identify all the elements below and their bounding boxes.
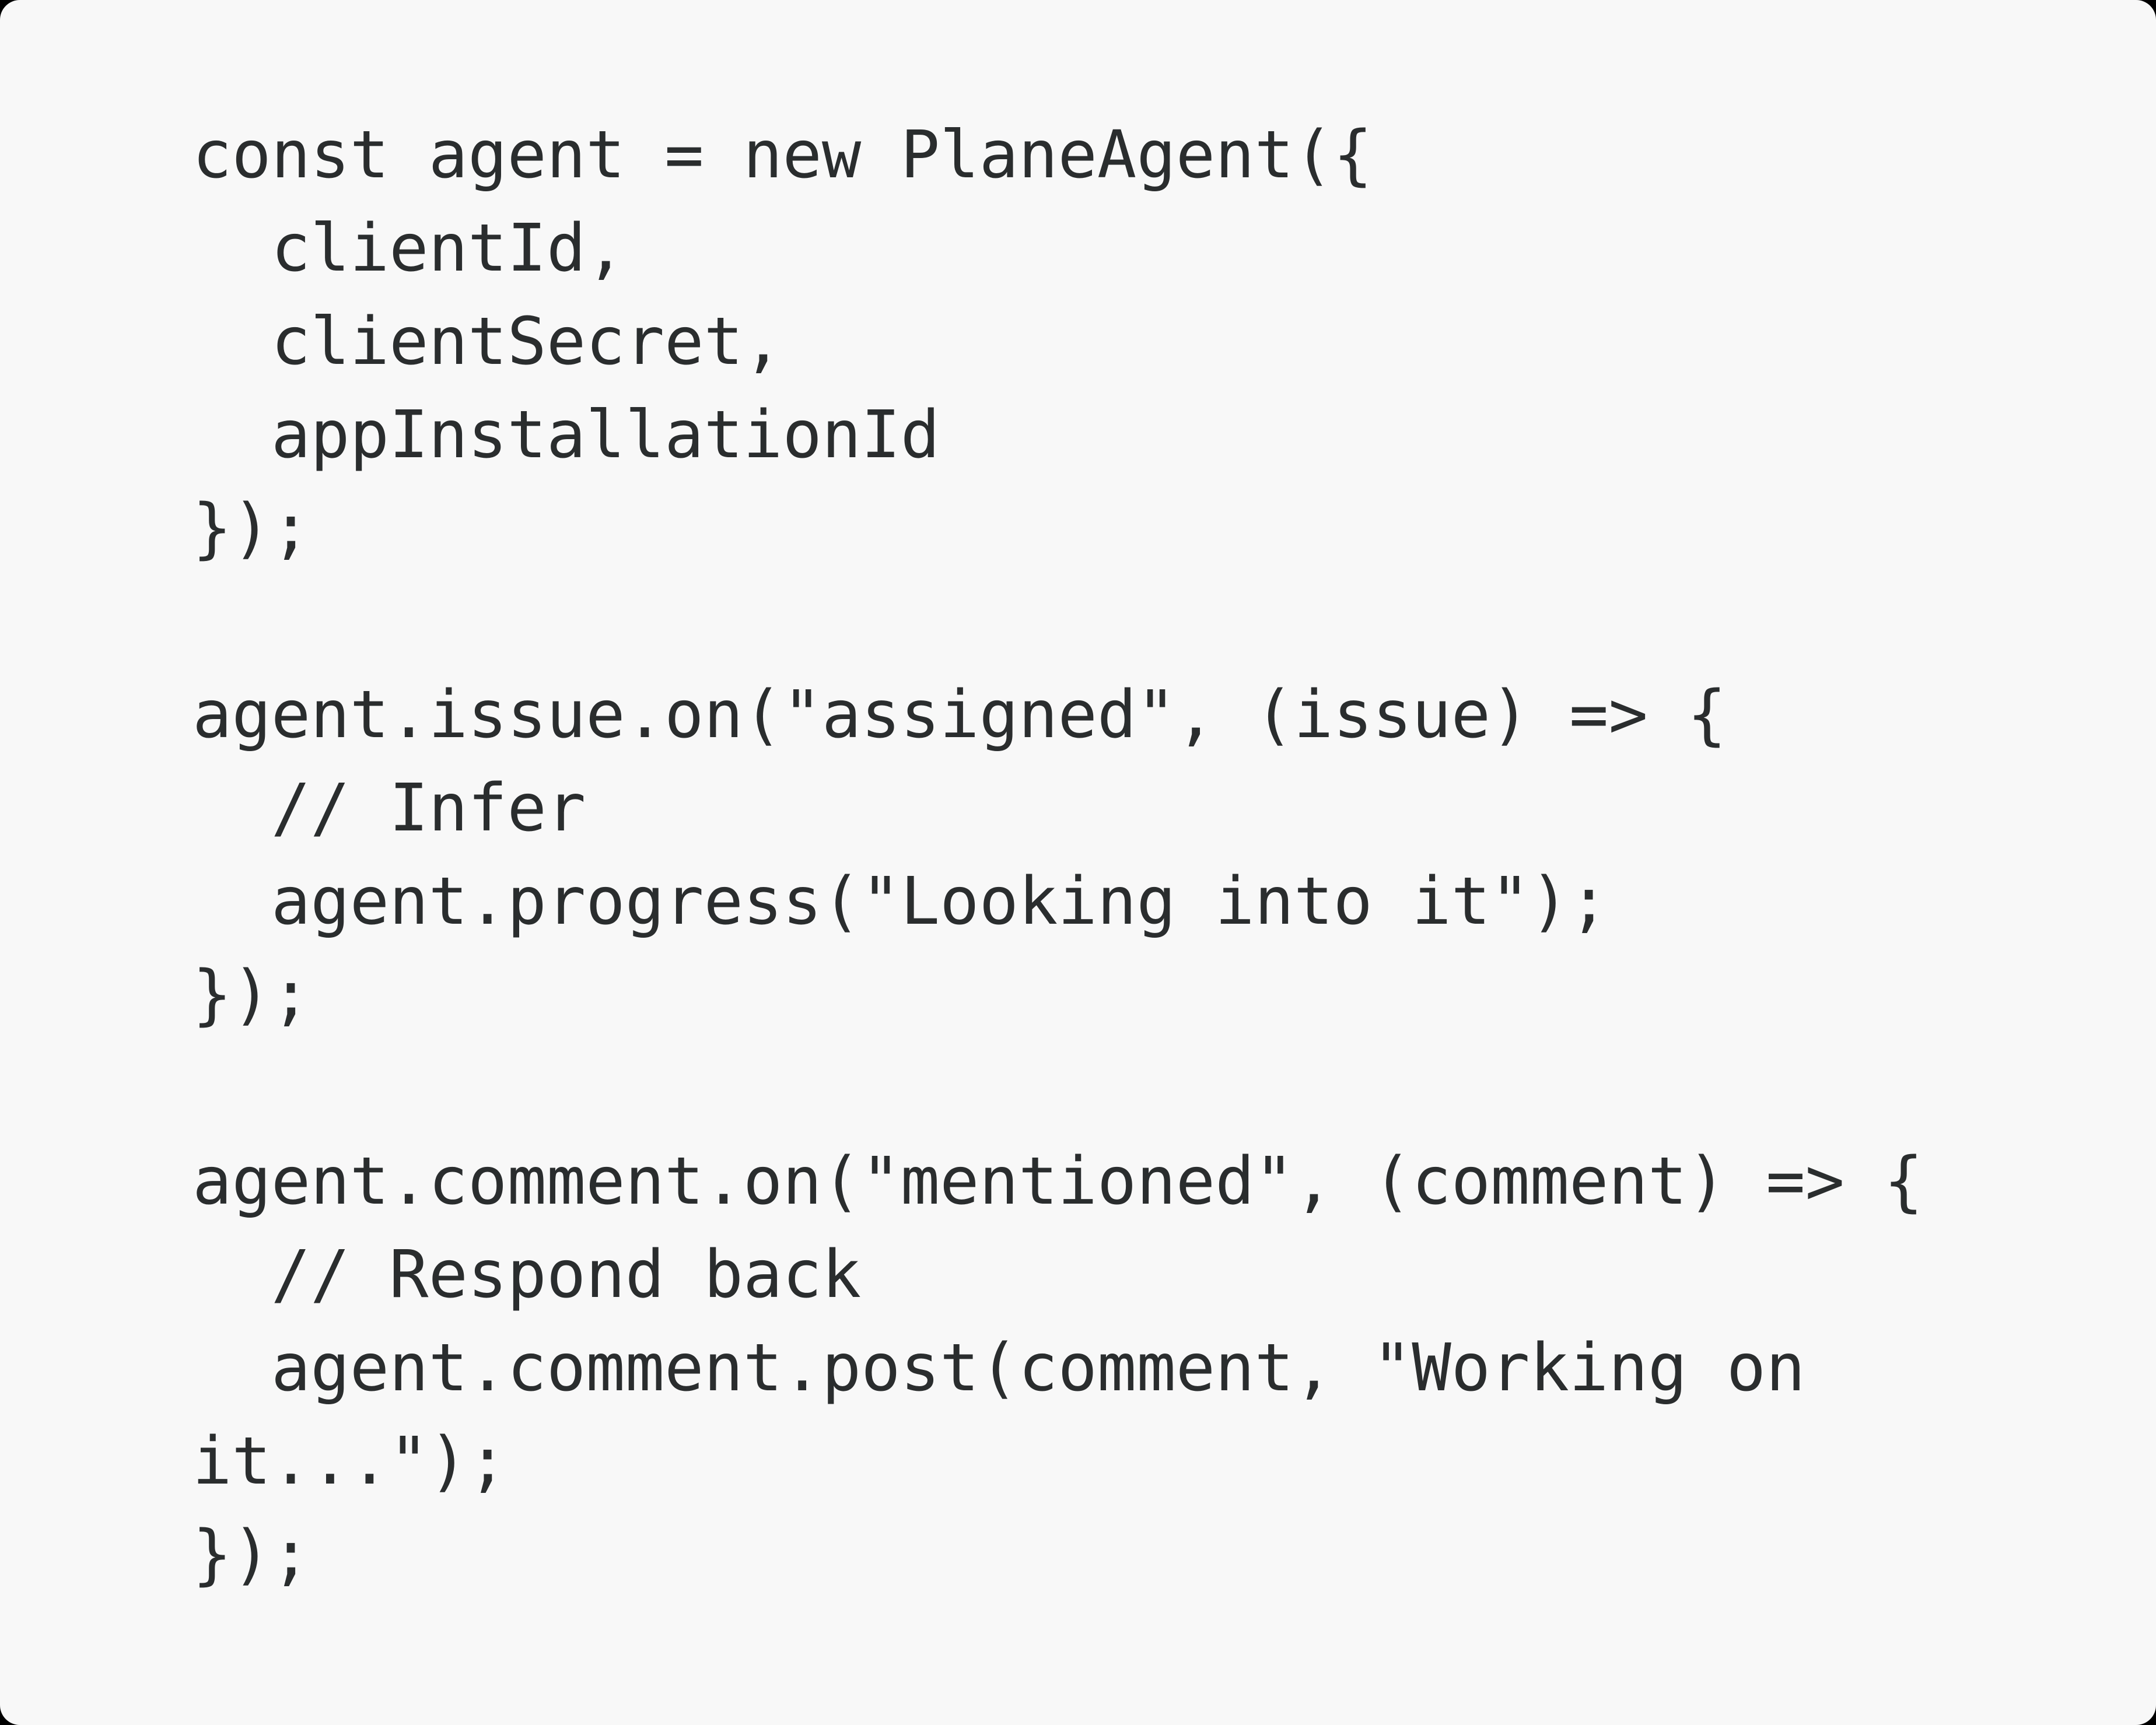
code-block[interactable]: const agent = new PlaneAgent({ clientId,… xyxy=(192,117,1923,1593)
